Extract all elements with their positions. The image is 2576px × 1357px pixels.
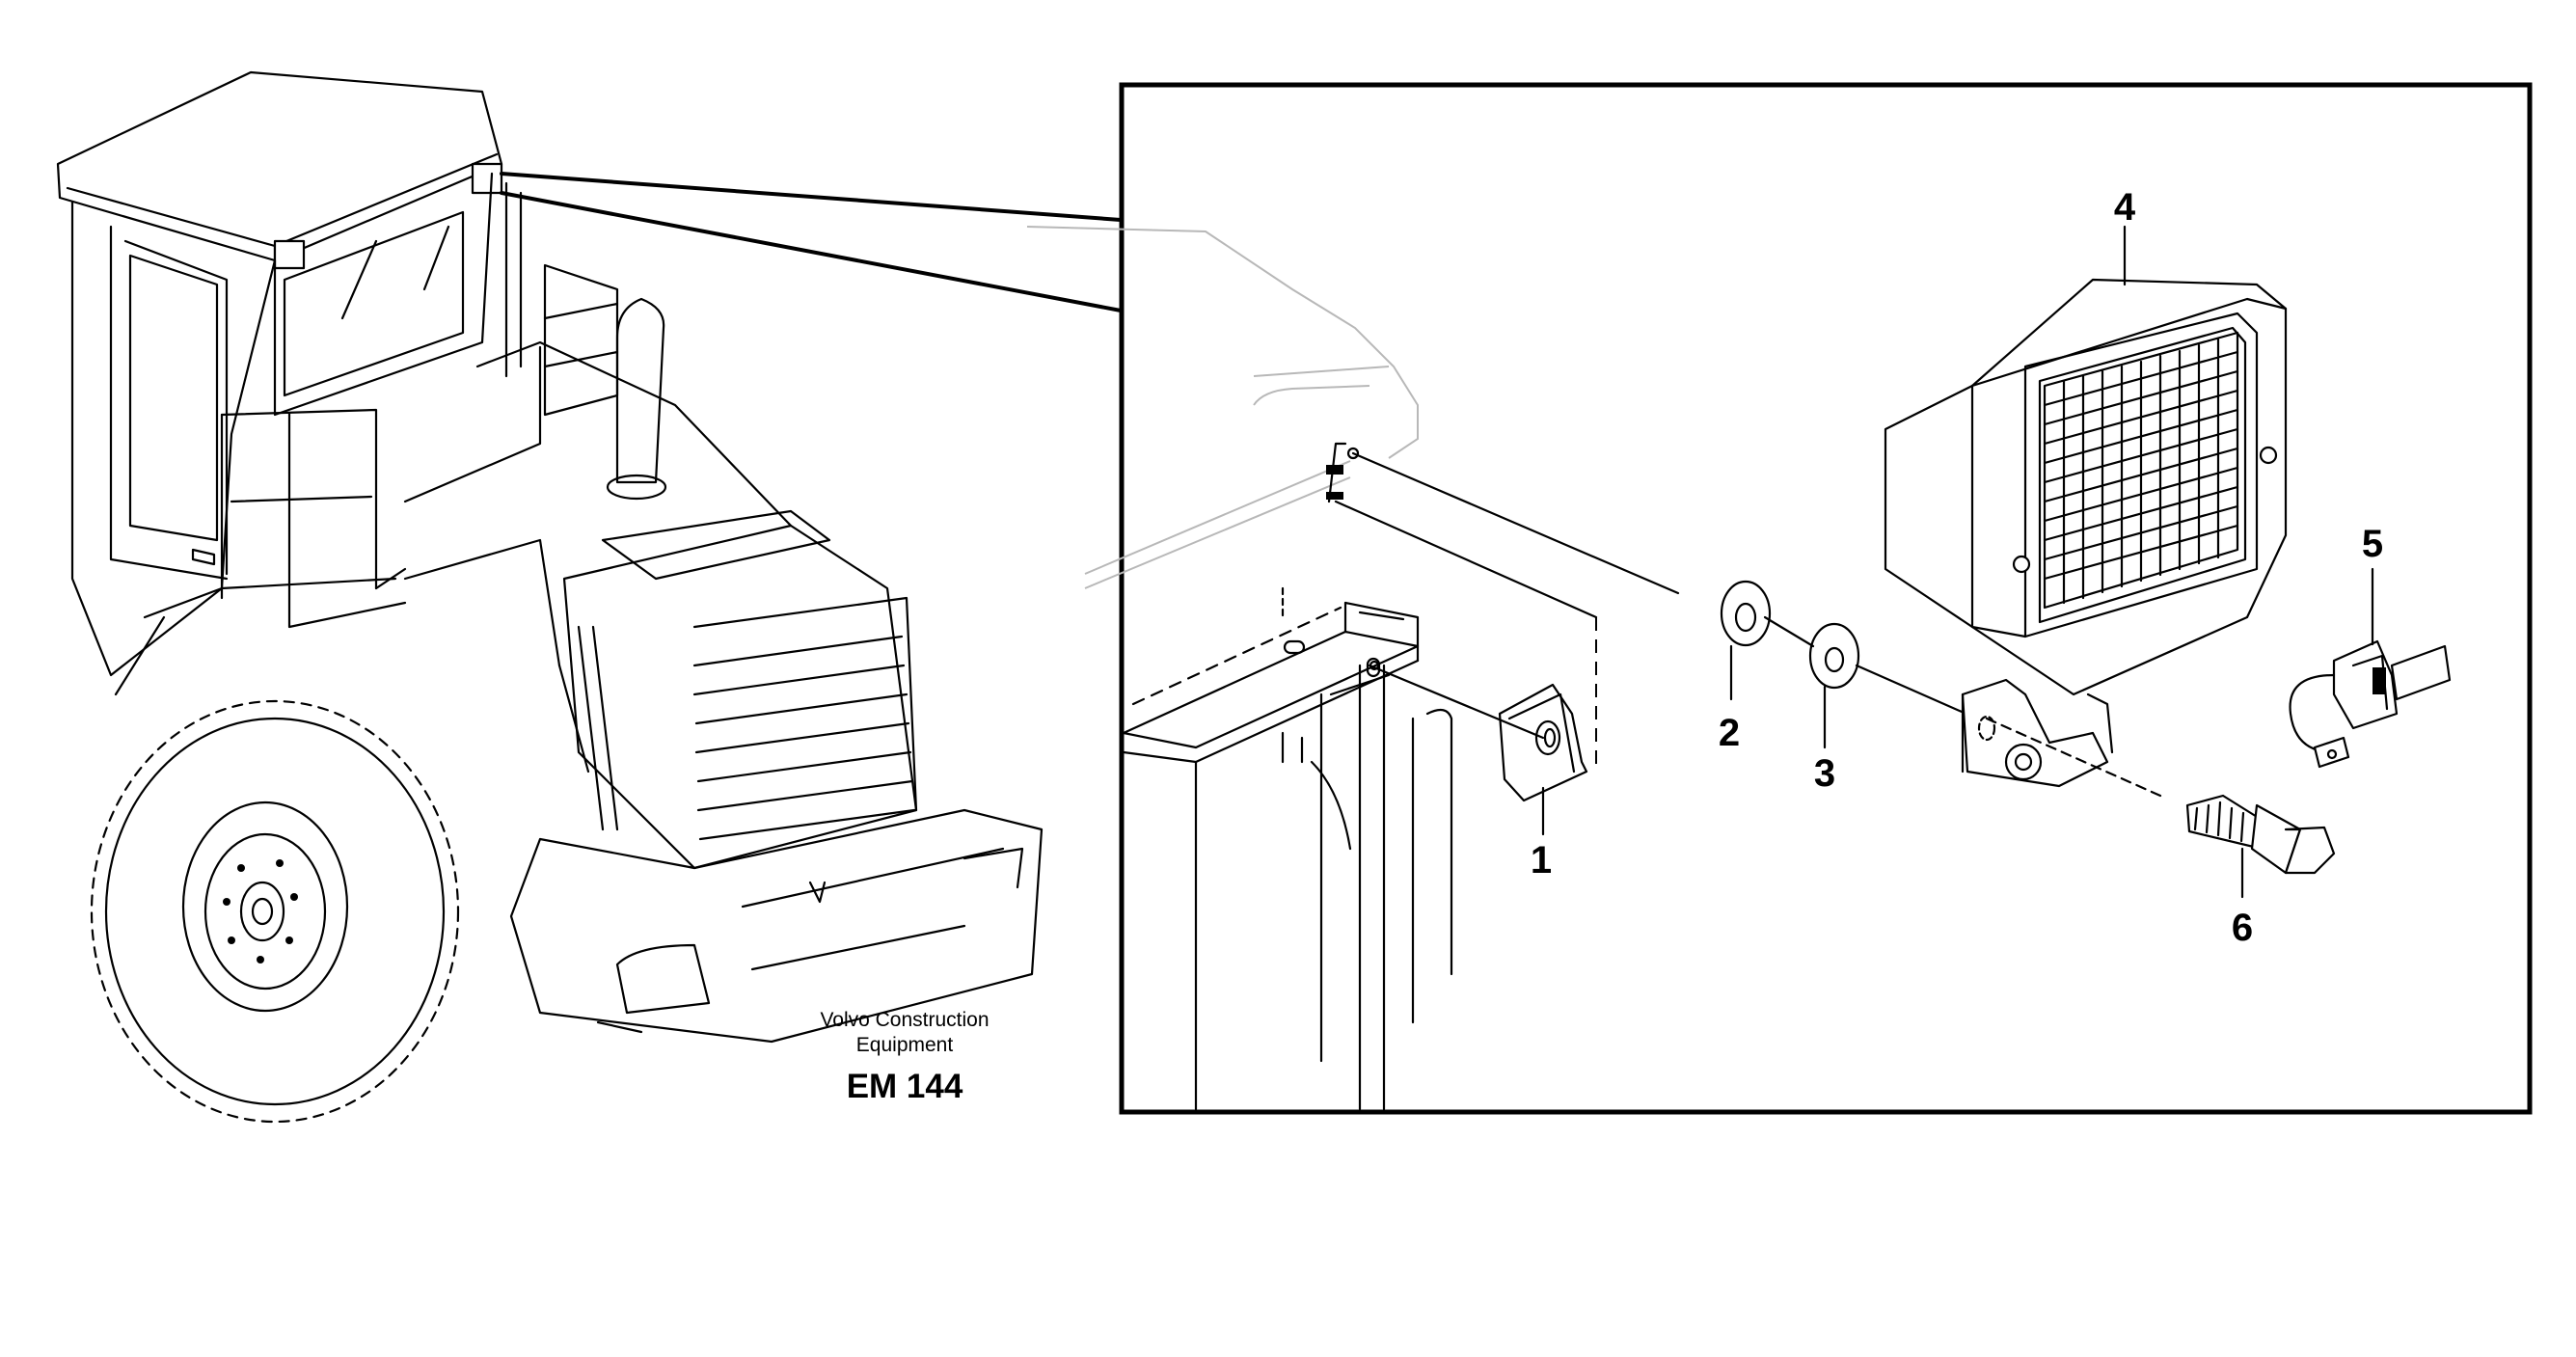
callout-2: 2 — [1719, 712, 1740, 754]
cab-work-lamp-left — [273, 239, 306, 270]
detail-view — [1026, 226, 2452, 1111]
ghost-cab-roof — [1026, 226, 1419, 589]
callout-1: 1 — [1531, 839, 1552, 882]
callout-3: 3 — [1814, 752, 1835, 795]
callout-leader-lines — [1541, 225, 2374, 899]
wheel-loader-illustration — [56, 70, 1044, 1124]
part-bulb — [2289, 639, 2452, 769]
mounting-rail — [1326, 442, 1680, 772]
part-washers — [1720, 580, 1979, 720]
part-bolt — [2185, 794, 2336, 875]
cab-frame-pillar — [1122, 586, 1453, 1111]
part-work-lamp — [1884, 278, 2288, 798]
callout-5: 5 — [2362, 523, 2383, 565]
cab-work-lamp-right — [471, 162, 503, 195]
brand-line-2: Equipment — [856, 1034, 954, 1056]
grille-slats — [692, 635, 916, 841]
callout-4: 4 — [2114, 186, 2136, 229]
drawing-code: EM 144 — [847, 1068, 963, 1105]
brand-line-1: Volvo Construction — [820, 1009, 989, 1031]
part-clip-nut — [1368, 664, 1588, 802]
lamp-lens-grid — [2043, 331, 2239, 610]
callout-6: 6 — [2232, 907, 2253, 949]
detail-frame — [1119, 82, 2533, 1115]
zoom-leader-lines — [500, 172, 1123, 312]
front-tire — [90, 699, 460, 1124]
